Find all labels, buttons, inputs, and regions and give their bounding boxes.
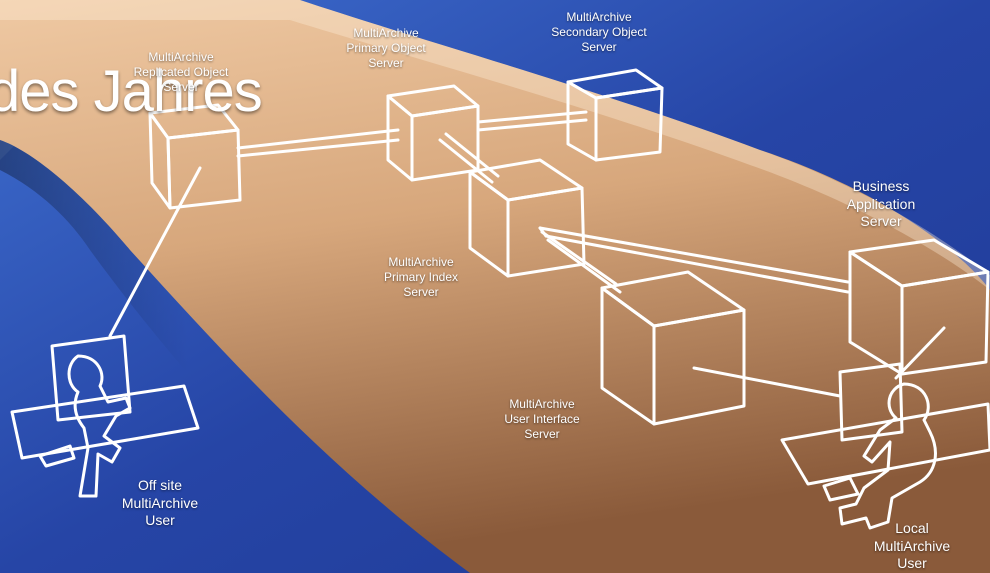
- label-user-interface-server: MultiArchive User Interface Server: [488, 397, 596, 442]
- label-local-user: Local MultiArchive User: [864, 520, 960, 573]
- label-primary-index-server: MultiArchive Primary Index Server: [368, 255, 474, 300]
- label-offsite-user: Off site MultiArchive User: [112, 477, 208, 530]
- label-replicated-object-server: MultiArchive Replicated Object Server: [128, 50, 234, 95]
- label-primary-object-server: MultiArchive Primary Object Server: [334, 26, 438, 71]
- label-secondary-object-server: MultiArchive Secondary Object Server: [540, 10, 658, 55]
- label-business-application-server: Business Application Server: [830, 178, 932, 231]
